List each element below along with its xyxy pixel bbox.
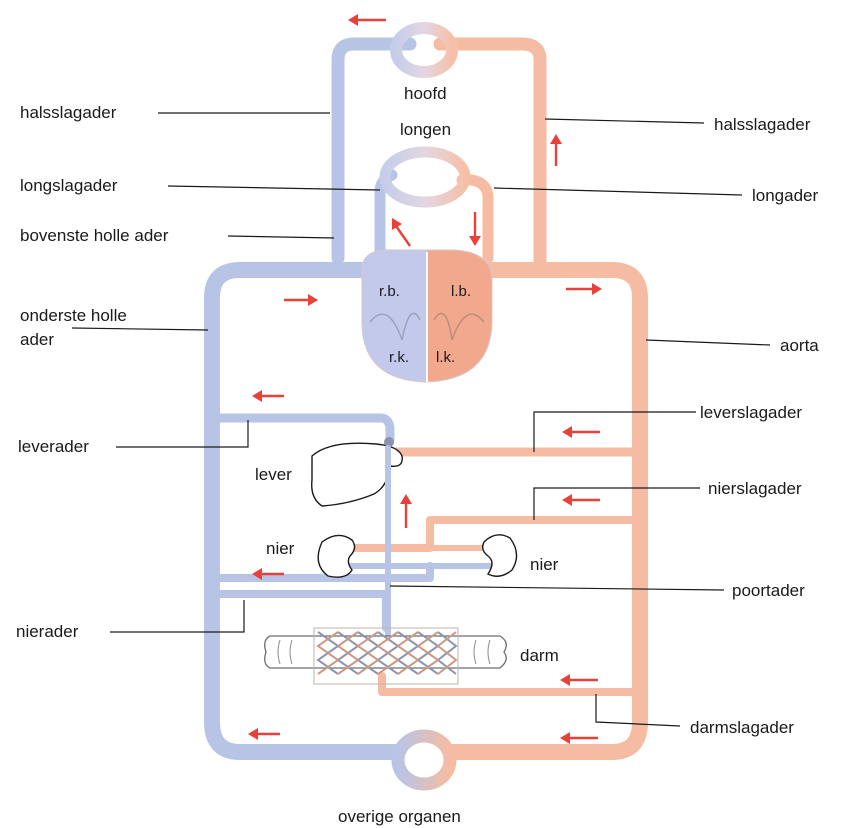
lung-circulation <box>380 152 488 262</box>
label-aorta: aorta <box>780 336 819 355</box>
arrow-carotid-up-icon <box>550 134 562 166</box>
label-renal-artery: nierslagader <box>708 479 802 498</box>
label-pulmonary-artery: longslagader <box>20 176 118 195</box>
arrow-renal-artery-icon <box>562 494 600 506</box>
kidney-right-organ <box>483 535 517 576</box>
left-ventricle-label: l.k. <box>436 349 455 366</box>
label-portal-vein: poortader <box>732 581 805 600</box>
organ-label-kidney-right: nier <box>530 555 559 574</box>
arrow-pulmonary-artery-icon <box>392 218 410 246</box>
organ-label-intestine: darm <box>520 646 559 665</box>
label-intestinal-artery: darmslagader <box>690 718 794 737</box>
label-hepatic-vein: leverader <box>18 437 89 456</box>
organ-label-lungs: longen <box>400 120 451 139</box>
organ-label-head: hoofd <box>404 84 447 103</box>
label-superior-vena-cava: bovenste holle ader <box>20 226 169 245</box>
arrow-vena-cava-to-heart-icon <box>284 294 318 306</box>
arrow-bottom-left-icon <box>248 728 280 740</box>
head-circulation <box>338 28 540 262</box>
label-inferior-vena-cava-line2: ader <box>20 330 54 349</box>
label-carotid-left: halsslagader <box>20 103 117 122</box>
label-renal-vein: nierader <box>16 622 79 641</box>
other-organs-capillary-ring <box>398 736 450 784</box>
label-hepatic-artery: leverslagader <box>700 403 802 422</box>
arrow-aorta-out-icon <box>566 283 602 295</box>
organ-label-liver: lever <box>255 465 292 484</box>
arrow-hepatic-vein-icon <box>252 390 284 402</box>
arrow-portal-vein-up-icon <box>400 494 412 528</box>
right-atrium-label: r.b. <box>379 283 400 300</box>
heart: r.b. l.b. r.k. l.k. <box>362 250 492 382</box>
label-inferior-vena-cava-line1: onderste holle <box>20 306 127 325</box>
organ-label-kidney-left: nier <box>266 539 295 558</box>
arrow-pulmonary-vein-icon <box>469 212 481 246</box>
label-pulmonary-vein: longader <box>752 186 819 205</box>
arrow-head-flow-icon <box>348 14 386 26</box>
arrow-bottom-right-icon <box>560 732 598 744</box>
right-ventricle-label: r.k. <box>389 349 409 366</box>
arrow-hepatic-artery-icon <box>562 426 600 438</box>
organ-label-other-organs: overige organen <box>338 807 461 826</box>
kidney-left-organ <box>318 535 354 577</box>
left-atrium-label: l.b. <box>451 283 471 300</box>
intestine-circulation <box>212 594 640 692</box>
arrow-intestinal-artery-icon <box>560 674 598 686</box>
label-carotid-right: halsslagader <box>714 115 811 134</box>
